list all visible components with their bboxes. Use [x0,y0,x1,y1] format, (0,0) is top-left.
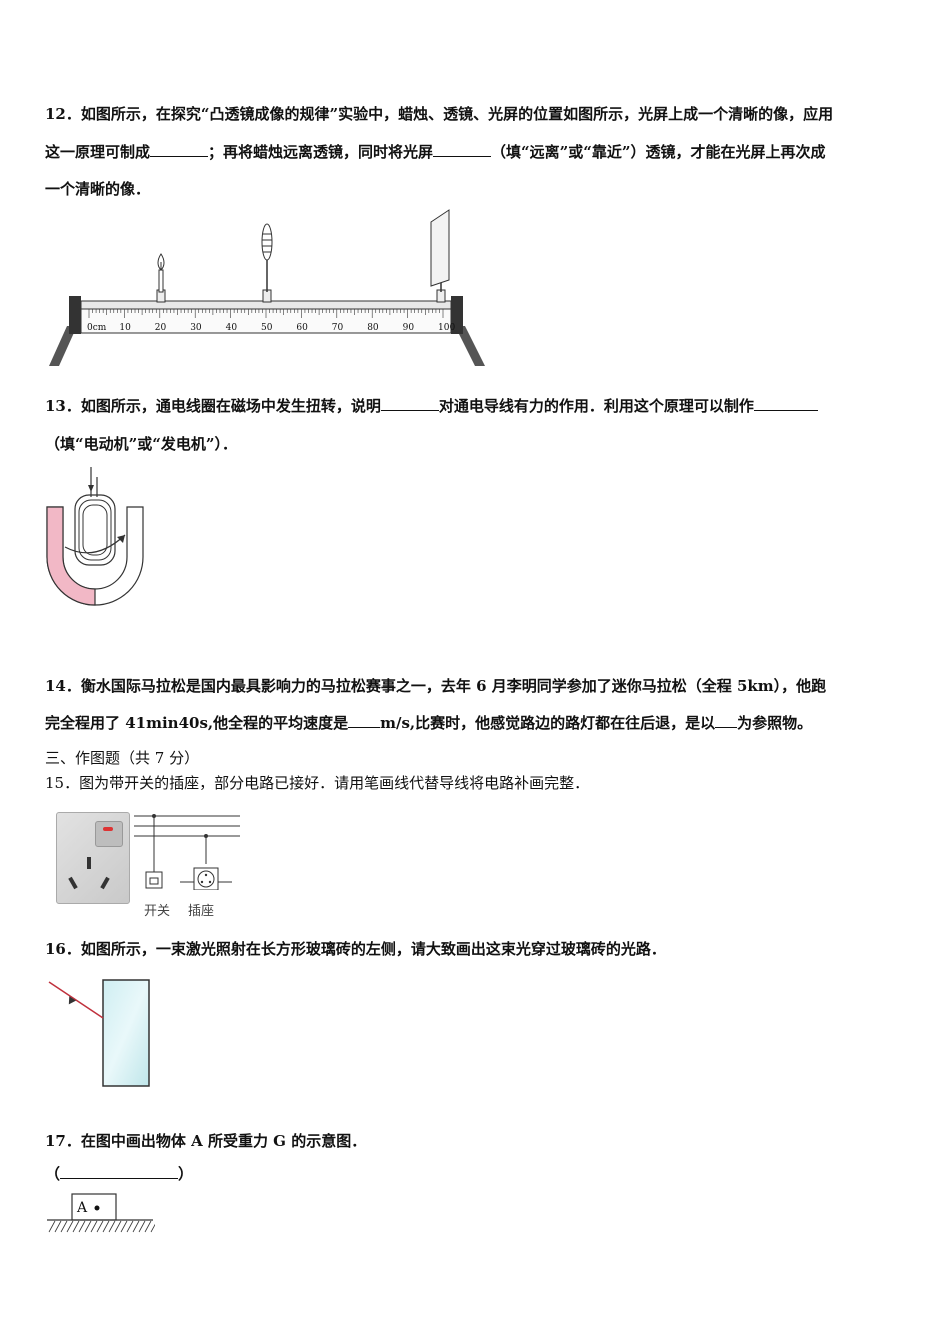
screen-holder [430,209,450,303]
hatch-line [150,1223,155,1233]
magnet-coil-figure [46,467,144,606]
q12-line3: 一个清晰的像． [45,180,151,198]
q14-line2-a: 完全程用了 41min40s,他全程的平均速度是 [45,714,349,732]
candle-holder [156,253,166,303]
q12-line1: 12．如图所示，在探究“凸透镜成像的规律”实验中，蜡烛、透镜、光屏的位置如图所示… [45,105,834,123]
q17-blank[interactable] [60,1164,179,1179]
glass-brick [102,979,150,1087]
ruler-label: 60 [296,323,308,333]
laser-beam [48,981,104,1019]
q14-line2-b: m/s,比赛时，他感觉路边的路灯都在往后退，是以 [380,714,716,732]
hatch-line [48,1220,56,1233]
switch-symbol-icon [145,871,163,889]
hatch-line [132,1220,140,1233]
block-on-ground-figure: A [47,1193,155,1233]
ruler-label: 30 [190,323,202,333]
q16-text: 16．如图所示，一束激光照射在长方形玻璃砖的左侧，请大致画出这束光穿过玻璃砖的光… [45,940,666,958]
right-leg [455,326,485,366]
hatch-line [102,1220,110,1233]
q13-blank-1[interactable] [380,396,439,411]
q12-blank-1[interactable] [150,142,209,157]
center-of-gravity-dot [94,1205,100,1211]
hatch-line [114,1220,122,1233]
hatch-line [78,1220,86,1233]
hatch-line [120,1220,128,1233]
right-end-block [451,296,463,334]
q12-line2-b: ；再将蜡烛远离透镜，同时将光屏 [208,143,434,161]
block-a [71,1193,117,1221]
q13-line1-a: 13．如图所示，通电线圈在磁场中发生扭转，说明 [45,397,381,415]
q15-text: 15．图为带开关的插座，部分电路已接好．请用笔画线代替导线将电路补画完整． [45,774,590,792]
circuit-diagram [134,814,240,890]
hatch-line [96,1220,104,1233]
ground-hatching [48,1220,155,1233]
hatch-line [126,1220,134,1233]
ruler-label: 100 [438,323,455,333]
hatch-line [108,1220,116,1233]
switch-label: 开关 [144,904,171,919]
ruler-label: 80 [367,323,379,333]
hatch-line [66,1220,74,1233]
q17-paren-close: ） [178,1165,194,1183]
switch-socket-photo [56,812,130,904]
hatch-line [144,1220,152,1233]
laser-arrow-icon [68,996,76,1005]
switch-button [95,821,123,847]
glass-brick-figure [48,979,150,1087]
optical-bench-figure: 0cm 10 20 30 40 50 60 70 80 90 100 [49,209,485,366]
q17-paren-open: （ [45,1165,61,1183]
q12-line2-c: （填“远离”或“靠近”）透镜，才能在光屏上再次成 [491,143,826,161]
ruler-label: 40 [226,323,238,333]
coil-icon [74,494,116,566]
ruler-label: 50 [261,323,273,333]
q13-line2: （填“电动机”或“发电机”）． [45,435,238,453]
hatch-line [138,1220,146,1233]
left-end-block [69,296,81,334]
magnet-pole-left [46,506,96,606]
section-3-title: 三、作图题（共 7 分） [45,749,200,767]
ruler-label: 20 [155,323,167,333]
hatch-line [84,1220,92,1233]
hatch-line [54,1220,62,1233]
ruler-label: 70 [332,323,344,333]
q17-answer-line: （） [45,1163,193,1184]
socket-hole-left [68,876,78,890]
q14-line1: 14．衡水国际马拉松是国内最具影响力的马拉松赛事之一，去年 6 月李明同学参加了… [45,677,827,695]
q12-line2-a: 这一原理可制成 [45,143,151,161]
q13-line1: 13．如图所示，通电线圈在磁场中发生扭转，说明 对通电导线有力的作用．利用这个原理… [45,395,818,416]
socket-label: 插座 [188,904,215,919]
convex-lens-icon [261,223,273,261]
q14-line2-c: 为参照物。 [737,714,813,732]
current-arrow-icon [88,485,94,492]
light-screen [430,209,450,287]
indicator-light-icon [103,827,113,831]
socket-hole-right [100,876,110,890]
q12-blank-2[interactable] [433,142,492,157]
ruler-label: 10 [119,323,131,333]
block-a-label: A [76,1200,88,1216]
ruler-label: 0cm [87,323,107,333]
q17-text: 17．在图中画出物体 A 所受重力 G 的示意图． [45,1132,367,1150]
socket-hole-top [87,857,91,869]
hatch-line [90,1220,98,1233]
q14-line2: 完全程用了 41min40s,他全程的平均速度是 m/s,比赛时，他感觉路边的路灯… [45,712,812,733]
left-leg [49,326,77,366]
hatch-line [60,1220,68,1233]
q14-blank-2[interactable] [715,713,738,728]
q13-blank-2[interactable] [753,396,818,411]
q14-blank-1[interactable] [348,713,381,728]
lens-holder [261,223,273,303]
q12-line2: 这一原理可制成 ；再将蜡烛远离透镜，同时将光屏 （填“远离”或“靠近”）透镜，才能在… [45,141,826,162]
ruler-ticks [88,309,444,318]
hatch-line [72,1220,80,1233]
ruler-label: 90 [403,323,415,333]
rotation-arrow-icon [64,534,126,554]
ruler-labels: 0cm 10 20 30 40 50 60 70 80 90 100 [87,323,455,333]
q13-line1-b: 对通电导线有力的作用．利用这个原理可以制作 [438,397,754,415]
